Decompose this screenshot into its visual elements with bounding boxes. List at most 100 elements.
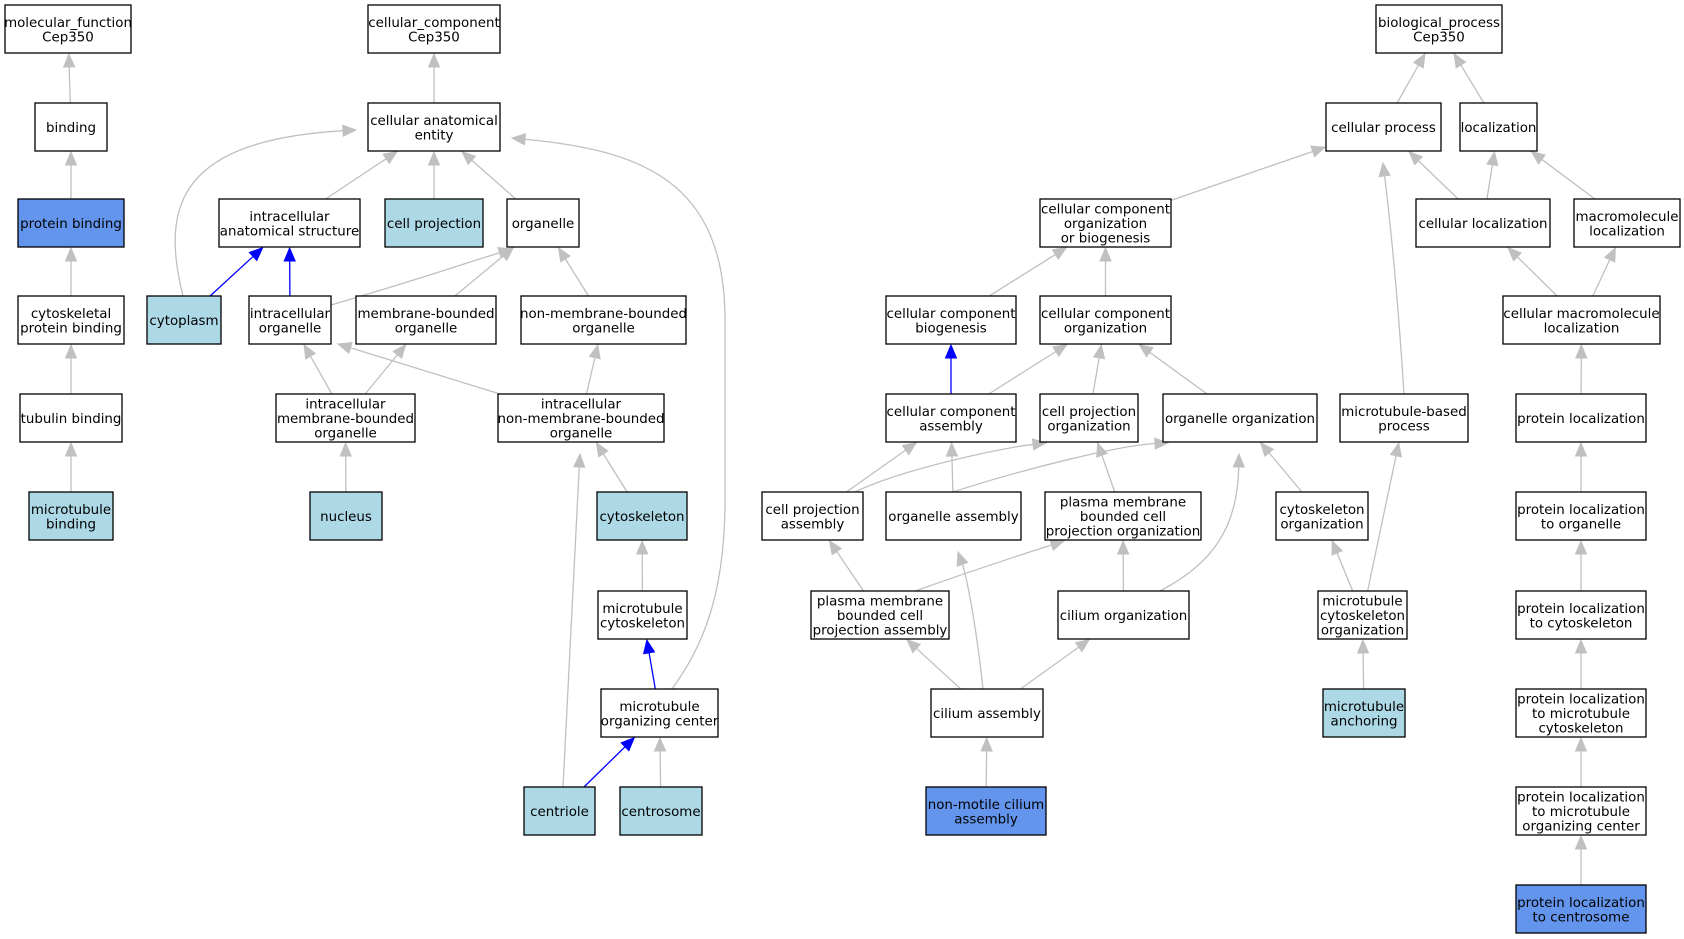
- node-box: [19, 393, 123, 443]
- node-label-line: organelle: [512, 217, 575, 232]
- go-term-node-tubulin_binding[interactable]: tubulin binding: [19, 393, 123, 443]
- go-term-node-cilium_organization[interactable]: cilium organization: [1057, 590, 1190, 640]
- edge-membrane_bounded_organelle-to-organelle: [454, 246, 515, 297]
- edge-line: [1459, 63, 1485, 104]
- node-label-line: microtubule: [31, 503, 111, 518]
- edge-arrowhead: [1052, 343, 1068, 358]
- node-label-line: anatomical structure: [220, 224, 359, 239]
- go-term-node-centrosome[interactable]: centrosome: [619, 786, 703, 836]
- go-term-node-protein_binding[interactable]: protein binding: [17, 198, 125, 248]
- edge-line: [835, 550, 865, 592]
- go-term-node-cellular_process[interactable]: cellular process: [1325, 102, 1442, 152]
- node-label-line: cell projection: [765, 503, 859, 518]
- edge-cc_organization-to-ccob: [1099, 246, 1112, 296]
- edge-microtubule_cytoskeleton_organization-to-cytoskeleton_organization: [1331, 539, 1354, 592]
- edge-line: [523, 138, 726, 690]
- go-term-node-protein_localization[interactable]: protein localization: [1515, 393, 1647, 443]
- node-box: [596, 491, 688, 541]
- node-label-line: cytoskeletal: [31, 307, 111, 322]
- node-box: [1502, 295, 1661, 345]
- node-box: [1375, 4, 1503, 54]
- edge-line: [209, 255, 255, 297]
- edge-cell_projection_assembly-to-cell_projection_organization: [854, 438, 1048, 493]
- edge-line: [1396, 63, 1420, 104]
- go-term-node-cellular_localization[interactable]: cellular localization: [1415, 198, 1551, 248]
- edge-protein_localization-to-cellular_macromolecule_localization: [1575, 343, 1588, 395]
- node-label-line: non-membrane-bounded: [498, 412, 665, 427]
- go-term-node-cytoskeleton[interactable]: cytoskeleton: [596, 491, 688, 541]
- edge-microtubule_organizing_center-to-microtubule_cytoskeleton: [642, 638, 656, 690]
- edge-protein_localization_to_cytoskeleton-to-protein_localization_to_organelle: [1574, 539, 1588, 591]
- edge-microtubule_cytoskeleton_organization-to-microtubule_based_process: [1366, 441, 1403, 592]
- node-label-line: macromolecule: [1575, 210, 1678, 225]
- node-box: [1322, 688, 1406, 738]
- go-term-node-intracellular_non_membrane_bounded_organelle[interactable]: intracellularnon-membrane-boundedorganel…: [497, 393, 665, 443]
- edge-organelle-to-cellular_anatomical_entity: [461, 150, 517, 200]
- go-term-node-cell_projection[interactable]: cell projection: [384, 198, 484, 248]
- node-box: [367, 4, 501, 54]
- edge-arrowhead: [64, 150, 78, 166]
- edge-arrowhead: [1310, 145, 1327, 158]
- node-box: [248, 295, 332, 345]
- go-term-node-cilium_assembly[interactable]: cilium assembly: [930, 688, 1044, 738]
- go-term-node-organelle[interactable]: organelle: [506, 198, 580, 248]
- go-term-node-cytoplasm[interactable]: cytoplasm: [146, 295, 222, 345]
- node-box: [1415, 198, 1551, 248]
- edge-cell_projection_organization-to-cc_organization: [1092, 343, 1106, 395]
- edge-line: [454, 254, 505, 297]
- edge-arrowhead: [427, 150, 441, 166]
- edge-arrowhead: [1486, 150, 1499, 167]
- node-box: [597, 590, 688, 640]
- go-term-node-organelle_assembly[interactable]: organelle assembly: [885, 491, 1022, 541]
- edge-cell_projection_assembly-to-cc_assembly: [846, 441, 918, 493]
- edge-line: [470, 159, 517, 200]
- node-label-line: organelle: [395, 321, 458, 336]
- edge-cc_assembly-to-cc_organization: [988, 343, 1068, 395]
- go-term-node-localization[interactable]: localization: [1459, 102, 1538, 152]
- node-box: [1325, 102, 1442, 152]
- node-box: [1573, 198, 1681, 248]
- node-label-line: cellular anatomical: [370, 114, 498, 129]
- go-term-node-binding[interactable]: binding: [34, 102, 108, 152]
- node-label-line: bounded cell: [837, 609, 923, 624]
- edge-line: [914, 543, 1053, 592]
- go-term-node-centriole[interactable]: centriole: [523, 786, 596, 836]
- edge-line: [1159, 465, 1240, 592]
- go-term-node-nucleus[interactable]: nucleus: [309, 491, 383, 541]
- go-term-node-organelle_organization[interactable]: organelle organization: [1162, 393, 1318, 443]
